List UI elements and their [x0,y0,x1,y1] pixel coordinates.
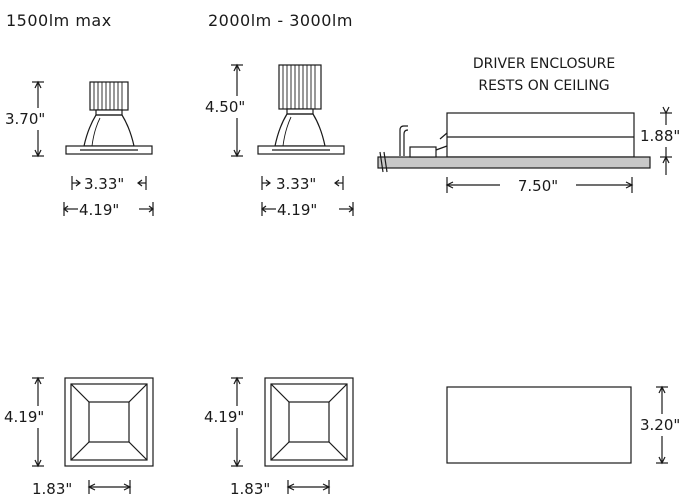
top-size-dim-2000: 4.19" [204,408,244,426]
height-dim-1500: 3.70" [5,110,45,128]
driver-side-view: DRIVER ENCLOSURE RESTS ON CEILING 1.88" … [377,56,694,196]
driver-note-line1: DRIVER ENCLOSURE [473,56,615,72]
side-view-2000-3000lm: 4.50" 3.33" 4.19" [203,63,354,219]
top-view-1500lm: 4.19" 1.83" [2,376,154,498]
flange-dim-1500: 4.19" [79,201,119,219]
flange-dim-2000: 4.19" [277,201,317,219]
top-view-2000-3000lm: 4.19" 1.83" [202,376,354,498]
driver-top-view: 3.20" [446,385,694,465]
top-offset-dim-2000: 1.83" [230,480,270,498]
height-dim-2000: 4.50" [205,98,245,116]
aperture-dim-1500: 3.33" [84,175,124,193]
top-offset-dim-1500: 1.83" [32,480,72,498]
side-view-1500lm: 3.70" 3.33" 4.19" [2,80,154,219]
driver-height-dim: 1.88" [640,127,680,145]
driver-length-dim: 7.50" [518,177,558,195]
driver-note-line2: RESTS ON CEILING [478,78,609,94]
driver-width-dim: 3.20" [640,416,680,434]
aperture-dim-2000: 3.33" [276,175,316,193]
header-1500lm: 1500lm max [6,11,112,30]
top-size-dim-1500: 4.19" [4,408,44,426]
header-2000-3000lm: 2000lm - 3000lm [208,11,353,30]
